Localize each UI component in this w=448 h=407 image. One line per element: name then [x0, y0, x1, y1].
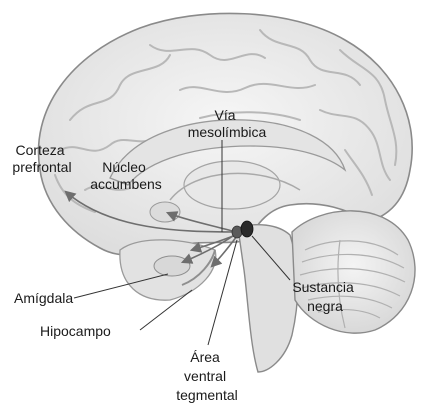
corteza-label: Corteza prefrontal: [12, 142, 71, 175]
ventral-tegmental-area: [232, 226, 242, 238]
thalamus: [184, 161, 280, 209]
area-label-line3: tegmental: [176, 387, 237, 403]
corteza-label-line1: Corteza: [16, 142, 65, 158]
sustancia-label-line2: negra: [307, 298, 343, 314]
area-label-line2: ventral: [184, 368, 226, 384]
amygdala-region: [154, 256, 190, 276]
substantia-nigra: [241, 221, 253, 237]
area-label-line1: Área: [190, 349, 220, 365]
via-label-line2: mesolímbica: [188, 124, 267, 140]
nucleo-label-line2: accumbens: [90, 176, 162, 192]
sustancia-label-line1: Sustancia: [292, 279, 354, 295]
nucleus-accumbens-region: [150, 202, 180, 222]
amigdala-label: Amígdala: [14, 290, 73, 306]
hipocampo-label: Hipocampo: [40, 323, 111, 339]
corteza-label-line2: prefrontal: [12, 159, 71, 175]
nucleo-label-line1: Núcleo: [102, 159, 146, 175]
via-label-line1: Vía: [215, 107, 236, 123]
